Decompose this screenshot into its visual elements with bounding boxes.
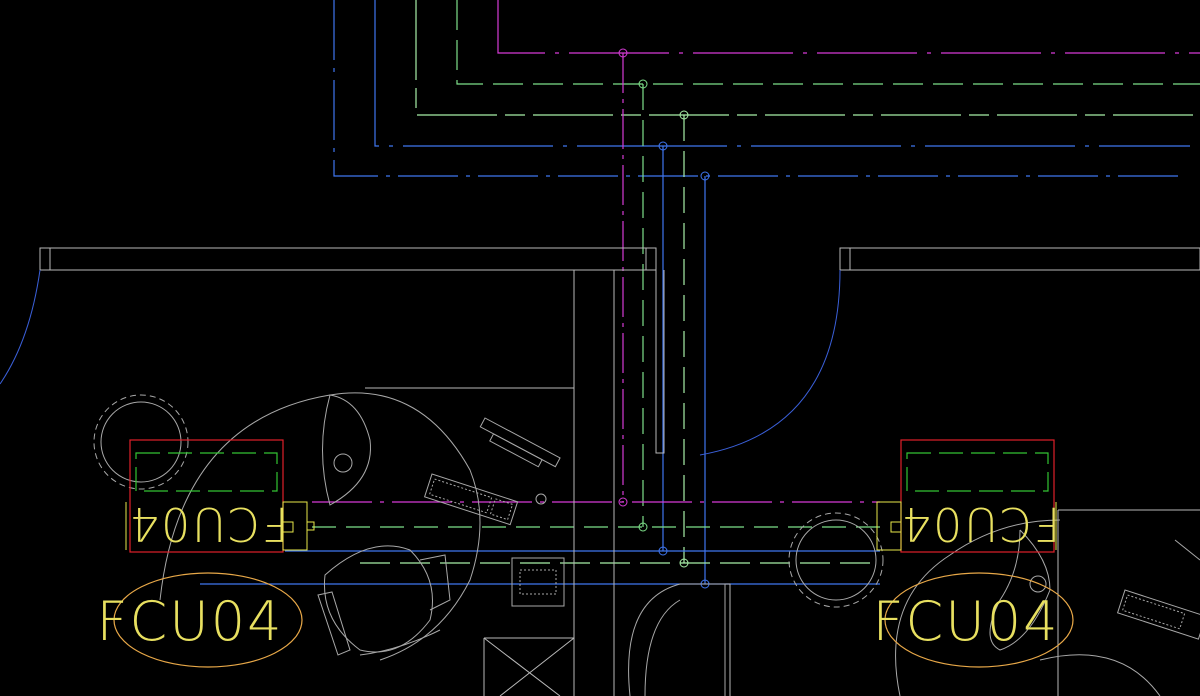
table-knob — [333, 453, 353, 473]
fcu-label-bubble-left[interactable]: FCU04 — [96, 572, 303, 668]
wall-top-right — [839, 247, 1200, 271]
pipe-run-outer-blue — [333, 0, 1180, 177]
chair-left — [323, 545, 433, 653]
door-swing-left — [0, 269, 41, 385]
fcu-connector-right — [876, 501, 902, 551]
fcu-unit-right[interactable]: FCU04 — [876, 439, 1061, 553]
fcu-label-left: FCU04 — [96, 590, 283, 653]
fcu-frame-right — [900, 439, 1055, 553]
fcu-coil-left — [135, 452, 278, 492]
fcu-label-bubble-right[interactable]: FCU04 — [872, 572, 1074, 668]
fcu-coil-right — [906, 452, 1049, 492]
door-swing-center — [699, 269, 841, 456]
pipe-run-magenta — [497, 0, 1200, 54]
upper-pipe-runs — [333, 0, 1200, 177]
wall-top-left — [39, 247, 657, 271]
monitor-left — [479, 417, 561, 468]
pipe-run-light-green — [415, 0, 1200, 116]
pipe-run-blue — [374, 0, 1190, 147]
desk-outline-right — [895, 519, 1061, 696]
column-right — [788, 512, 884, 608]
fcu-tag-left: FCU04 — [128, 497, 289, 551]
keyboard-right — [1116, 589, 1200, 640]
fcu-frame-left — [129, 439, 284, 553]
door-swings — [0, 269, 841, 456]
walls — [39, 247, 1200, 696]
pipe-run-green — [456, 0, 1200, 85]
fcu-tag-right: FCU04 — [900, 497, 1061, 551]
fcu-unit-left[interactable]: FCU04 — [125, 439, 315, 553]
lower-branch-pipes — [200, 501, 880, 585]
printer-left — [511, 557, 565, 607]
vertical-risers — [622, 53, 706, 584]
fcu-label-right: FCU04 — [872, 590, 1059, 653]
column-left — [93, 394, 189, 490]
keyboard-left — [423, 473, 519, 526]
wall-corridor — [613, 270, 665, 696]
chair-center — [628, 583, 726, 696]
